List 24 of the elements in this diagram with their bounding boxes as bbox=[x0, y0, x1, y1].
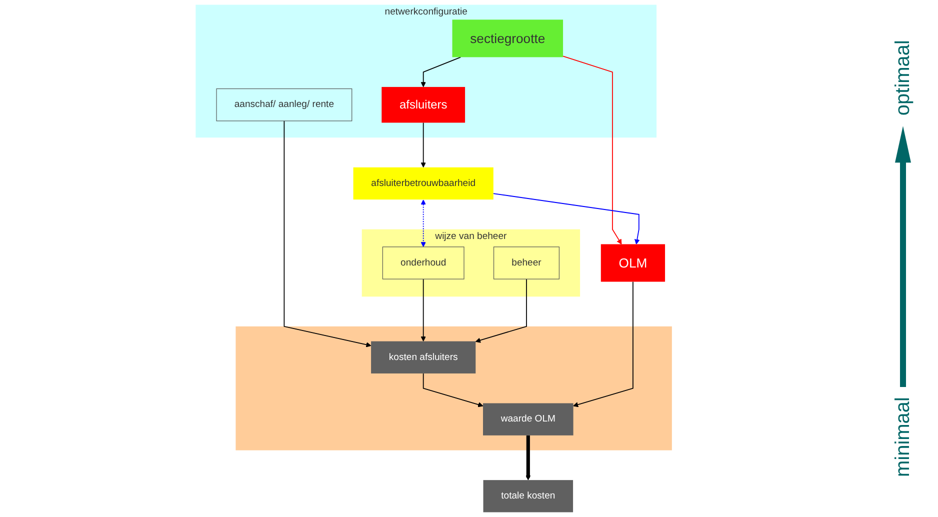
arrow bbox=[420, 200, 426, 248]
node-box: afsluiterbetrouwbaarheid bbox=[354, 167, 494, 200]
node-box: totale kosten bbox=[483, 480, 574, 512]
node-box: afsluiters bbox=[382, 86, 466, 123]
arrow bbox=[420, 122, 426, 168]
arrow bbox=[423, 373, 484, 408]
arrow bbox=[284, 120, 372, 348]
arrow bbox=[476, 278, 528, 343]
node-box: waarde OLM bbox=[483, 403, 574, 436]
arrow bbox=[420, 278, 426, 342]
node-box: OLM bbox=[601, 244, 666, 282]
axis-label: optimaal bbox=[892, 40, 914, 116]
cluster bbox=[236, 326, 672, 450]
arrow bbox=[573, 281, 634, 408]
node-box: aanschaf/ aanleg/ rente bbox=[216, 88, 352, 122]
arrow bbox=[420, 56, 462, 88]
node-box: sectiegrootte bbox=[452, 20, 564, 58]
node-box: onderhoud bbox=[382, 246, 464, 280]
axis-label: minimaal bbox=[892, 396, 914, 477]
arrow bbox=[493, 193, 640, 244]
node-box: kosten afsluiters bbox=[371, 341, 476, 374]
arrow bbox=[526, 435, 531, 480]
arrow bbox=[562, 56, 622, 244]
node-box: beheer bbox=[494, 246, 560, 280]
